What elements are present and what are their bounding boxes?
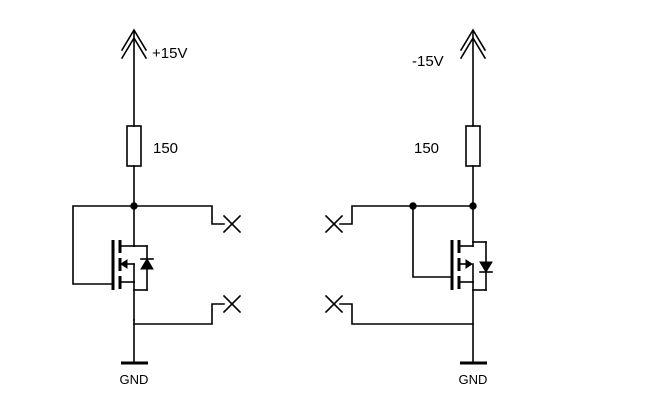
left-bottom-terminal-x-icon <box>222 294 242 314</box>
left-gate-wire <box>72 205 135 285</box>
right-ground-label: GND <box>459 372 488 387</box>
right-resistor <box>465 125 481 167</box>
left-top-output-wire <box>133 205 225 225</box>
left-resistor <box>126 125 142 167</box>
left-circuit: +15V 150 <box>72 28 242 387</box>
right-bottom-output-wire <box>339 303 474 325</box>
right-resistor-value: 150 <box>414 140 439 157</box>
right-gate-wire <box>412 205 453 278</box>
right-supply-label: -15V <box>412 53 444 70</box>
left-mosfet <box>111 205 154 321</box>
left-top-terminal-x-icon <box>222 214 242 234</box>
right-circuit: -15V 150 <box>324 28 493 387</box>
left-bottom-output-wire <box>133 303 225 325</box>
right-supply-arrow-icon <box>459 28 487 127</box>
left-resistor-value: 150 <box>153 140 178 157</box>
left-supply-arrow-icon <box>120 28 148 127</box>
right-top-output-wire <box>339 205 474 225</box>
left-ground-label: GND <box>120 372 149 387</box>
right-mosfet <box>450 205 493 363</box>
right-bottom-terminal-x-icon <box>324 294 344 314</box>
right-top-terminal-x-icon <box>324 214 344 234</box>
left-supply-label: +15V <box>152 45 187 62</box>
